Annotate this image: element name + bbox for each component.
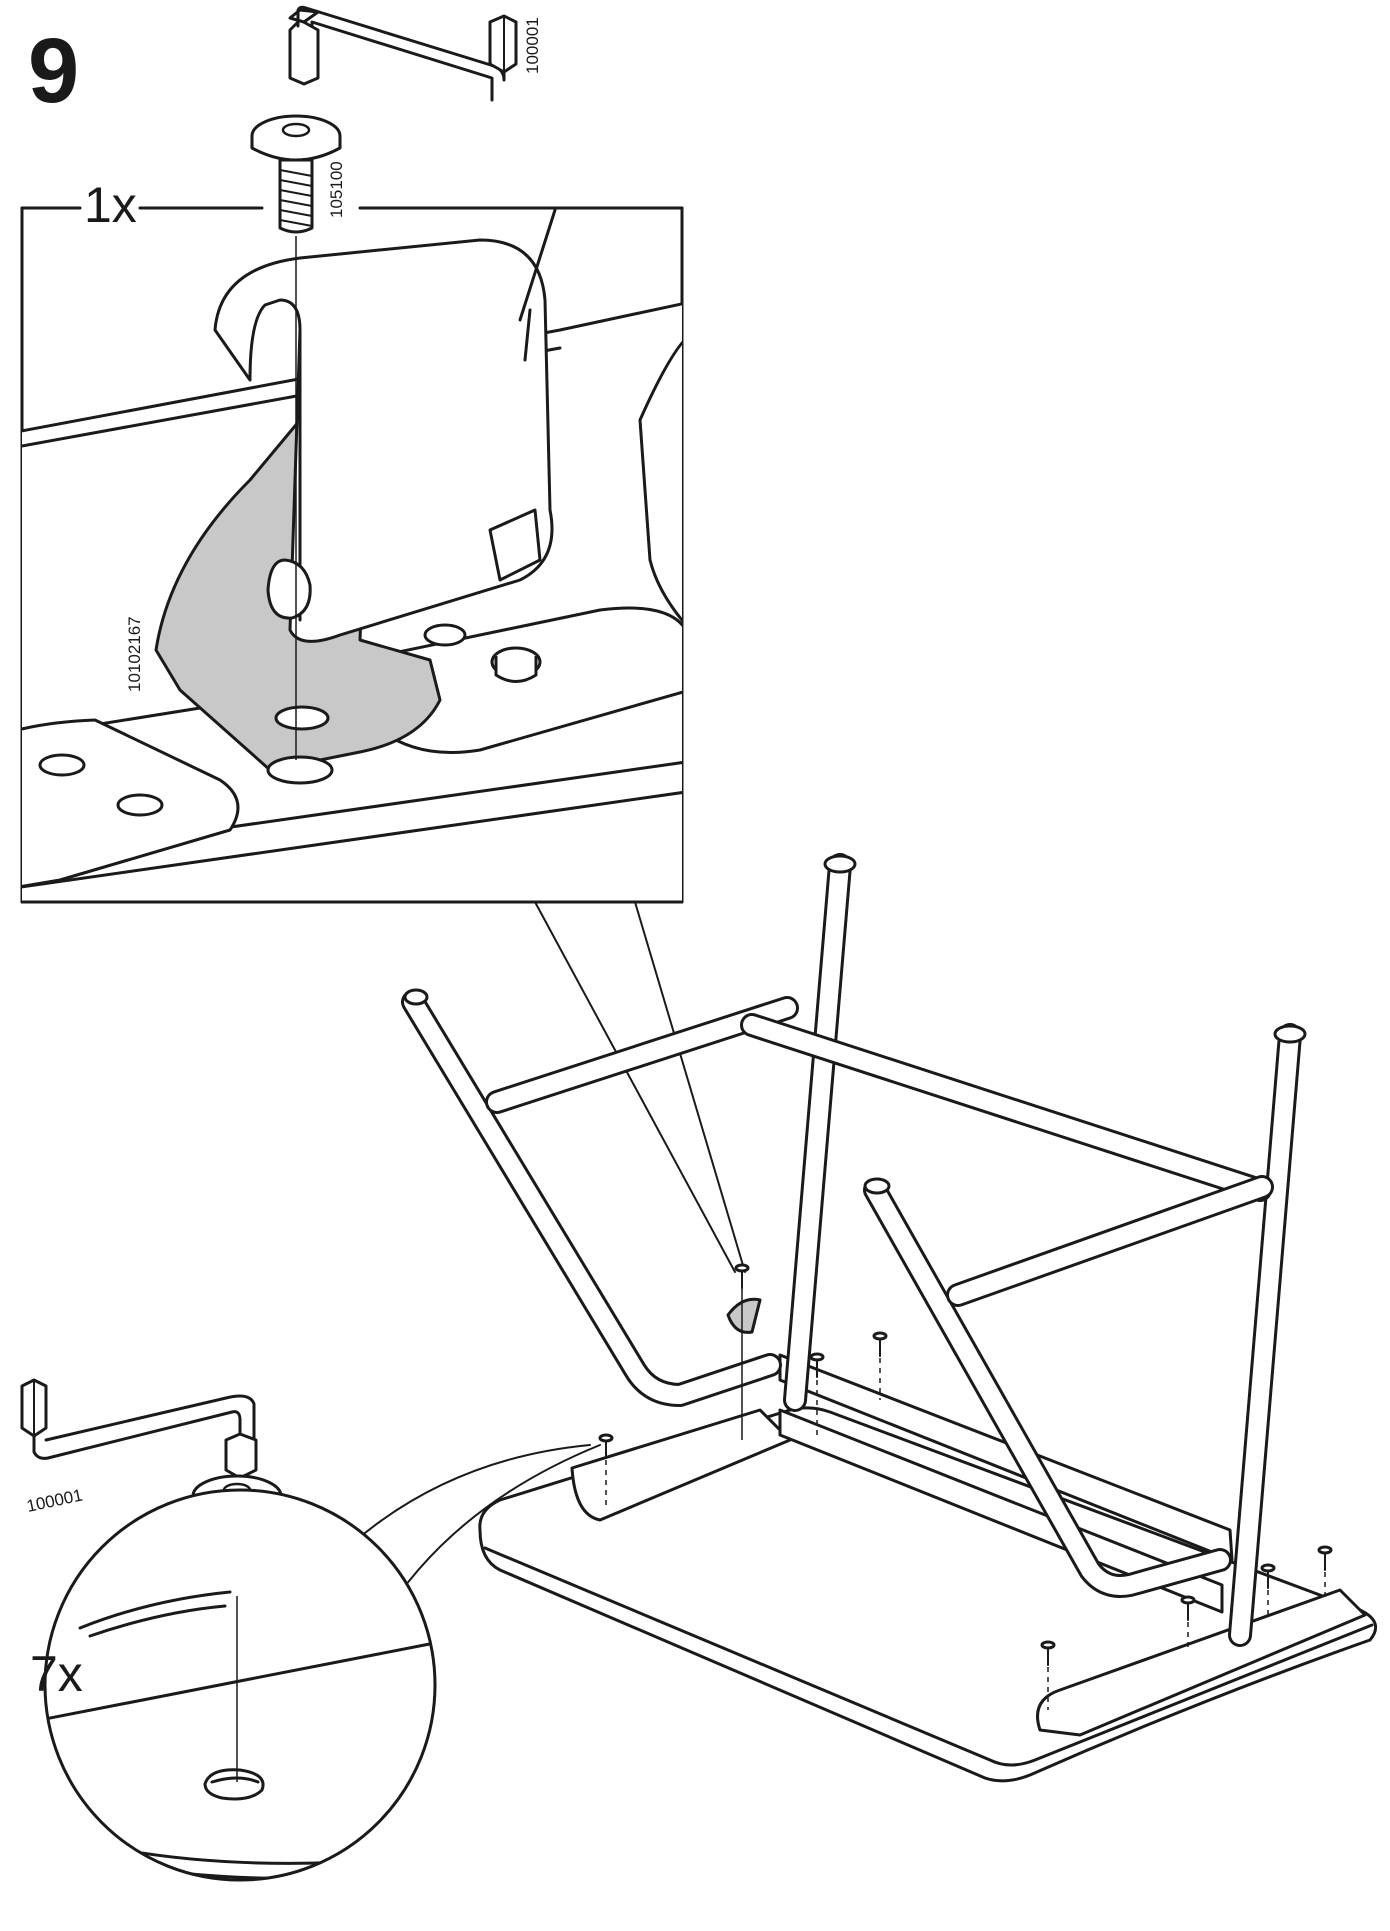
quantity-top: 1x	[84, 177, 137, 233]
bracket-part-number: 10102167	[125, 616, 144, 692]
key-part-number-top: 100001	[523, 17, 542, 74]
key-part-number-bottom: 100001	[25, 1486, 84, 1516]
bolt-icon	[598, 1263, 1333, 1710]
allen-key-icon	[20, 1378, 258, 1480]
table-assembly	[401, 853, 1378, 1783]
screw-part-number-top: 105100	[327, 161, 346, 218]
detail-box-top: 10102167	[20, 206, 684, 904]
quantity-bottom: 7x	[30, 1646, 83, 1702]
step-number: 9	[28, 20, 79, 122]
allen-key-icon	[288, 5, 518, 102]
bolt-icon	[250, 114, 342, 234]
detail-circle-bottom	[43, 1488, 437, 1882]
